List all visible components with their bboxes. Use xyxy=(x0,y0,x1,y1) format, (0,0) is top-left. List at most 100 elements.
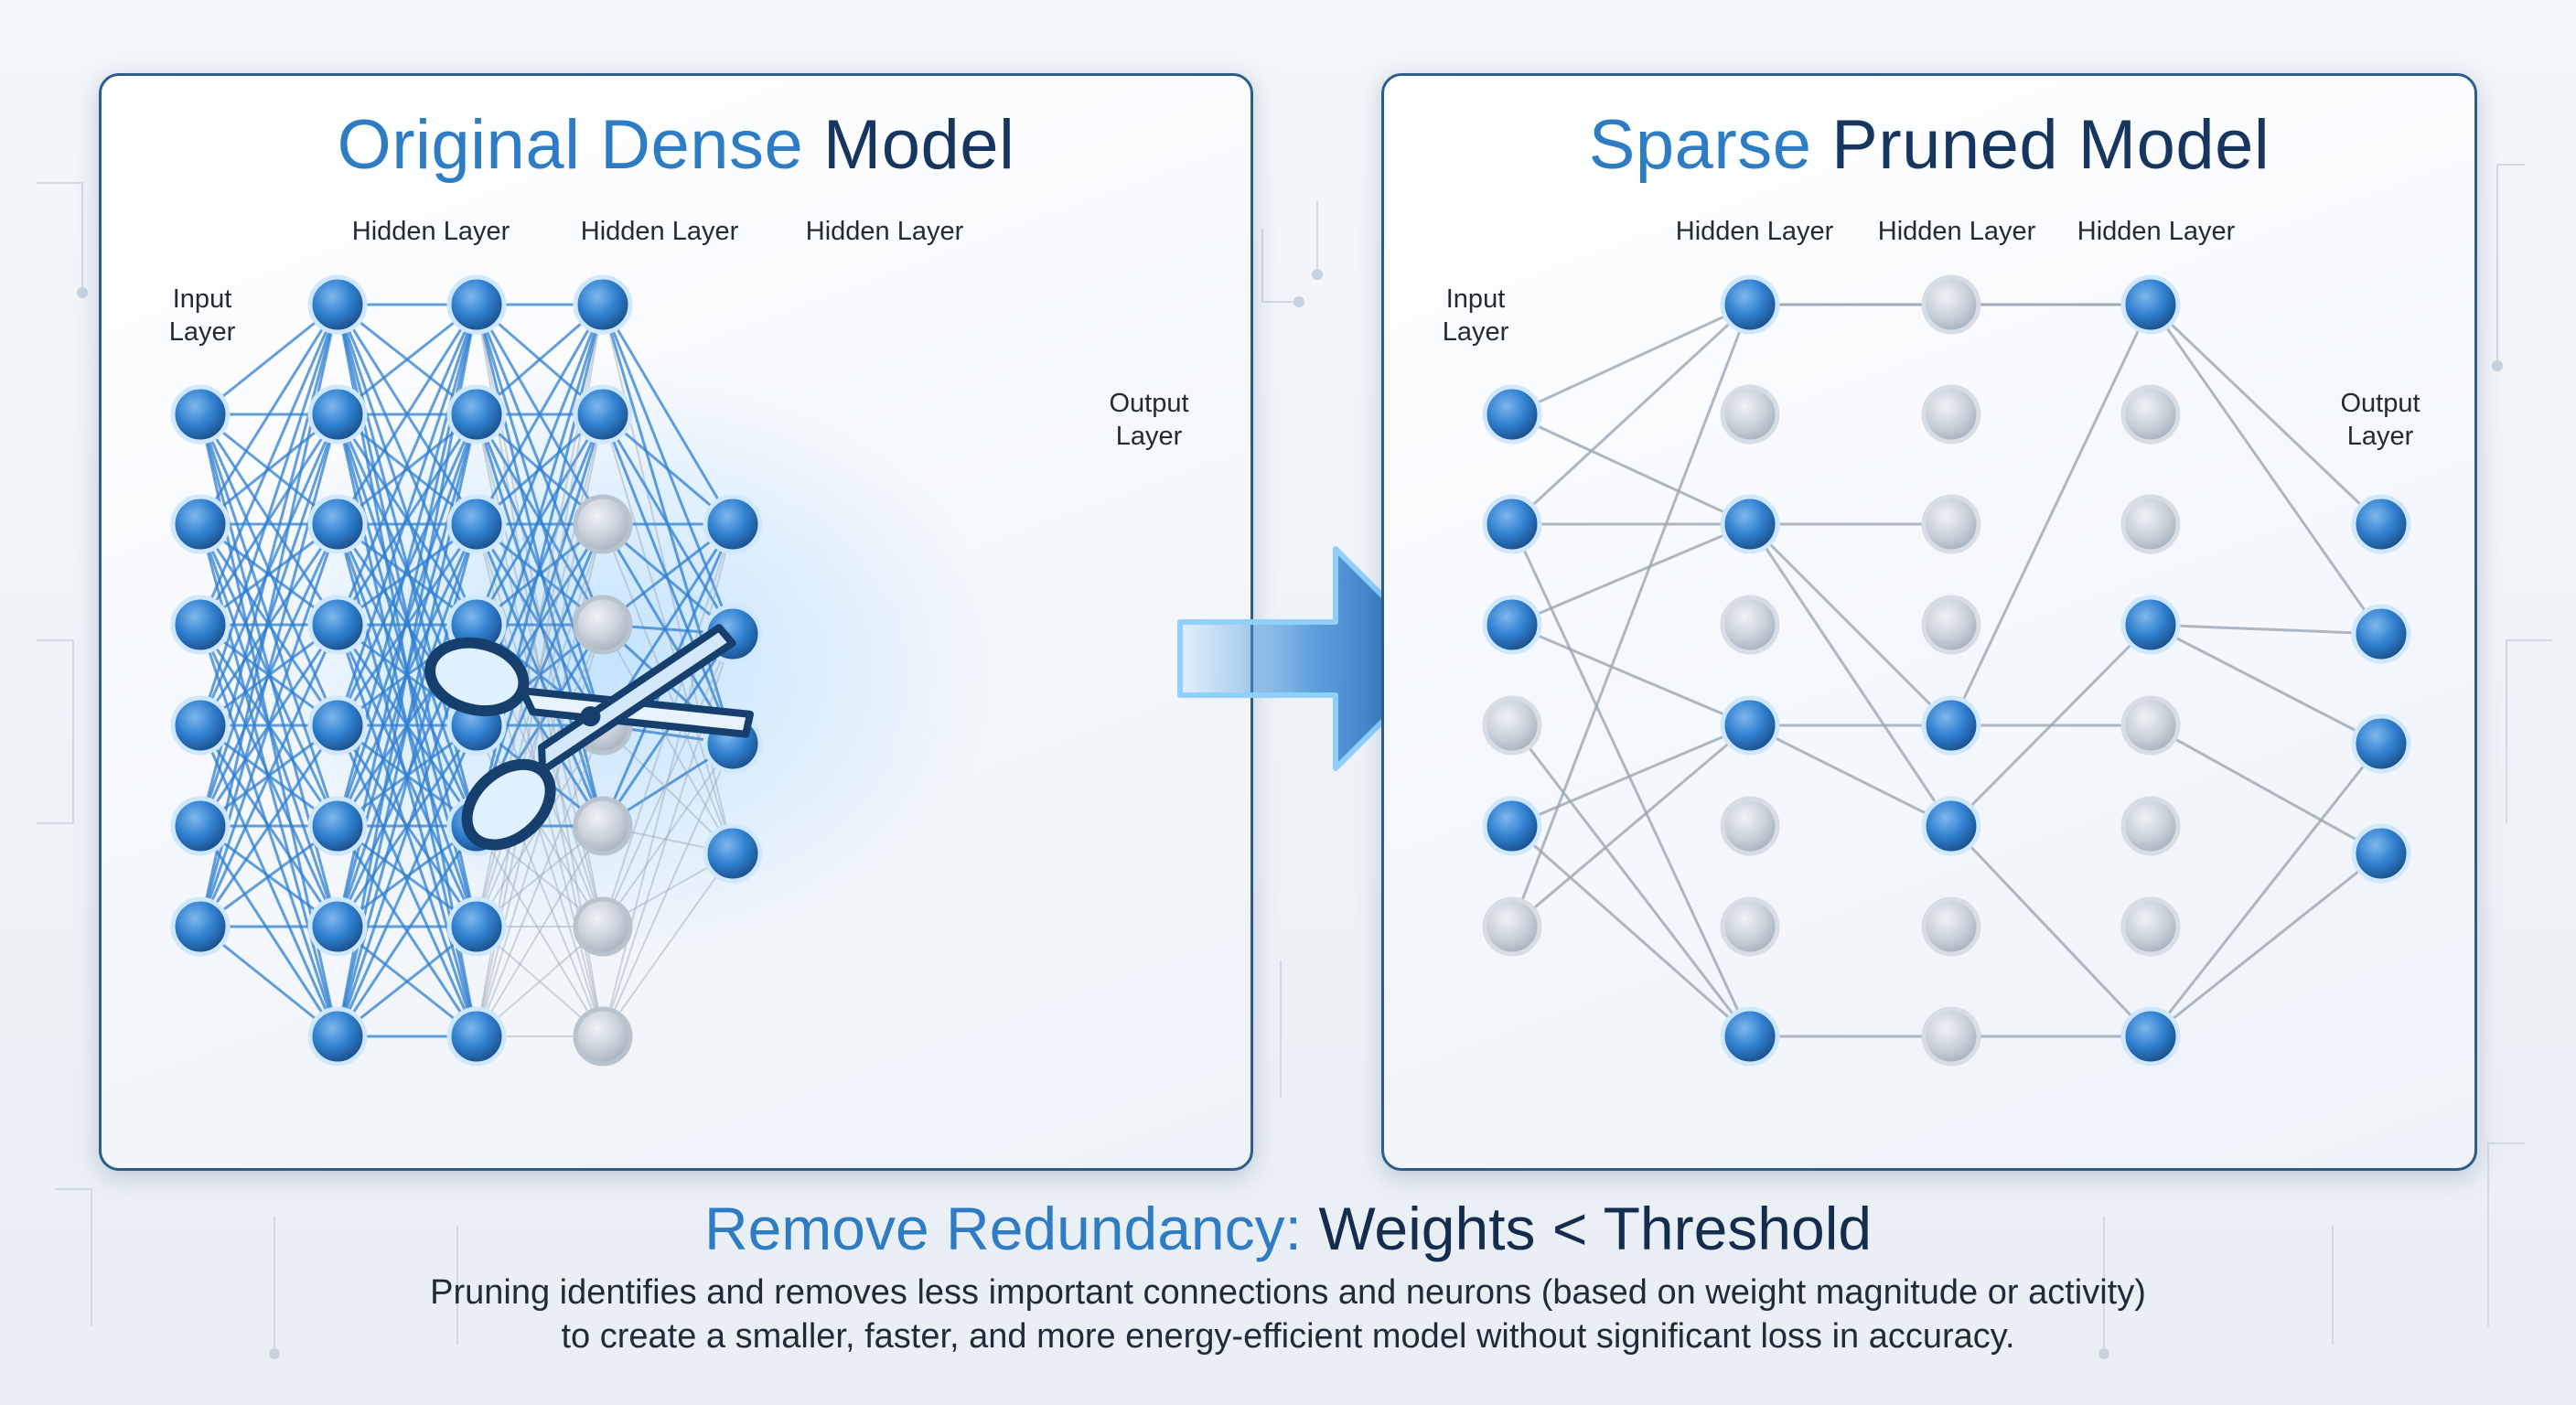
pruned-neuron xyxy=(1921,595,1981,655)
neuron xyxy=(170,595,231,655)
active-neuron xyxy=(1921,695,1981,756)
neuron xyxy=(307,595,368,655)
sparse-hidden-layer-1-label: Hidden Layer xyxy=(1675,217,1834,246)
neuron xyxy=(573,384,633,445)
sparse-output-label-line2: Layer xyxy=(2346,422,2414,451)
dense-hidden-layer-3-label: Hidden Layer xyxy=(805,217,964,246)
neuron xyxy=(170,896,231,957)
neuron xyxy=(446,384,507,445)
pruned-neuron xyxy=(2120,796,2181,856)
sparse-model-title: Sparse Pruned Model xyxy=(1384,105,2474,185)
neuron xyxy=(703,823,763,884)
pruned-neuron xyxy=(573,796,633,856)
sparse-connection xyxy=(2149,304,2383,635)
active-neuron xyxy=(2351,823,2411,884)
dense-connection xyxy=(475,304,605,525)
pruned-neuron xyxy=(2120,494,2181,554)
dense-connection xyxy=(601,304,735,525)
sparse-connection xyxy=(1511,724,1751,928)
sparse-connection xyxy=(2150,852,2382,1038)
active-neuron xyxy=(2351,604,2411,664)
dense-title-accent: Original Dense xyxy=(337,106,804,184)
dense-hidden-layer-2-label: Hidden Layer xyxy=(580,217,739,246)
neuron xyxy=(307,896,368,957)
neuron xyxy=(307,1006,368,1067)
active-neuron xyxy=(1482,494,1542,554)
neuron xyxy=(170,494,231,554)
neuron xyxy=(307,274,368,335)
sparse-connection xyxy=(1511,623,1751,727)
dense-connection xyxy=(199,624,339,928)
sparse-output-layer-label: Output Layer xyxy=(2321,387,2440,453)
sparse-connection xyxy=(1949,824,2152,1038)
neuron xyxy=(170,695,231,756)
neuron xyxy=(446,274,507,335)
neuron xyxy=(573,274,633,335)
pruned-neuron xyxy=(1921,384,1981,445)
pruned-neuron xyxy=(573,595,633,655)
dense-connection xyxy=(475,304,605,626)
dense-connection xyxy=(602,624,734,854)
active-neuron xyxy=(2120,1006,2181,1067)
dense-connection xyxy=(336,825,478,1037)
footer-description-line-1: Pruning identifies and removes less impo… xyxy=(430,1273,2146,1312)
dense-connection xyxy=(199,304,339,525)
neuron xyxy=(703,494,763,554)
dense-connection xyxy=(602,633,734,1037)
neuron xyxy=(307,384,368,445)
neuron xyxy=(307,494,368,554)
sparse-connection xyxy=(1511,522,1751,627)
sparse-connection xyxy=(1510,304,1752,928)
pruned-neuron xyxy=(1720,896,1780,957)
active-neuron xyxy=(1720,1006,1780,1067)
scissors-icon xyxy=(424,624,755,851)
sparse-connection xyxy=(1748,522,1953,727)
dense-model-panel: Original Dense Model Hidden Layer Hidden… xyxy=(99,73,1253,1171)
sparse-hidden-layer-2-label: Hidden Layer xyxy=(1877,217,2036,246)
dense-connection xyxy=(336,724,478,928)
sparse-connection xyxy=(1748,523,1953,827)
active-neuron xyxy=(1482,796,1542,856)
neuron xyxy=(170,384,231,445)
sparse-connection xyxy=(1949,304,2152,726)
dense-output-label-line2: Layer xyxy=(1115,422,1183,451)
dense-title-main: Model xyxy=(822,106,1015,184)
dense-connection xyxy=(602,743,734,928)
sparse-connection xyxy=(2150,623,2382,745)
dense-connection xyxy=(475,413,605,827)
pruned-neuron xyxy=(1921,494,1981,554)
sparse-connection xyxy=(1510,523,1752,1037)
dense-connection xyxy=(199,304,339,726)
sparse-output-label-line1: Output xyxy=(2340,389,2420,418)
active-neuron xyxy=(1720,695,1780,756)
active-neuron xyxy=(1720,494,1780,554)
pruned-neuron xyxy=(1482,896,1542,957)
dense-connection xyxy=(199,304,339,626)
neuron xyxy=(446,494,507,554)
pruned-neuron xyxy=(1482,695,1542,756)
pruned-neuron xyxy=(1921,896,1981,957)
pruned-neuron xyxy=(1921,1006,1981,1067)
sparse-connection xyxy=(1511,724,1751,828)
dense-input-layer-label: Input Layer xyxy=(147,283,257,349)
neuron xyxy=(446,896,507,957)
dense-connection xyxy=(476,523,604,928)
pruned-neuron xyxy=(1720,384,1780,445)
dense-connection xyxy=(476,825,604,1037)
pruned-neuron xyxy=(1921,274,1981,335)
dense-model-title: Original Dense Model xyxy=(102,105,1250,185)
dense-connection xyxy=(336,413,478,626)
sparse-connection xyxy=(2150,623,2382,636)
pruned-neuron xyxy=(1720,796,1780,856)
dense-connection xyxy=(602,523,734,1037)
footer-heading-main: Weights < Threshold xyxy=(1318,1195,1873,1262)
active-neuron xyxy=(2351,713,2411,774)
sparse-connection xyxy=(1511,303,1751,416)
pruned-neuron xyxy=(2120,695,2181,756)
sparse-connection xyxy=(1510,303,1752,526)
dense-connection xyxy=(199,523,339,726)
footer-description-line-2: to create a smaller, faster, and more en… xyxy=(561,1317,2015,1356)
sparse-connection xyxy=(1511,824,1751,1038)
footer-heading: Remove Redundancy: Weights < Threshold xyxy=(0,1194,2576,1263)
